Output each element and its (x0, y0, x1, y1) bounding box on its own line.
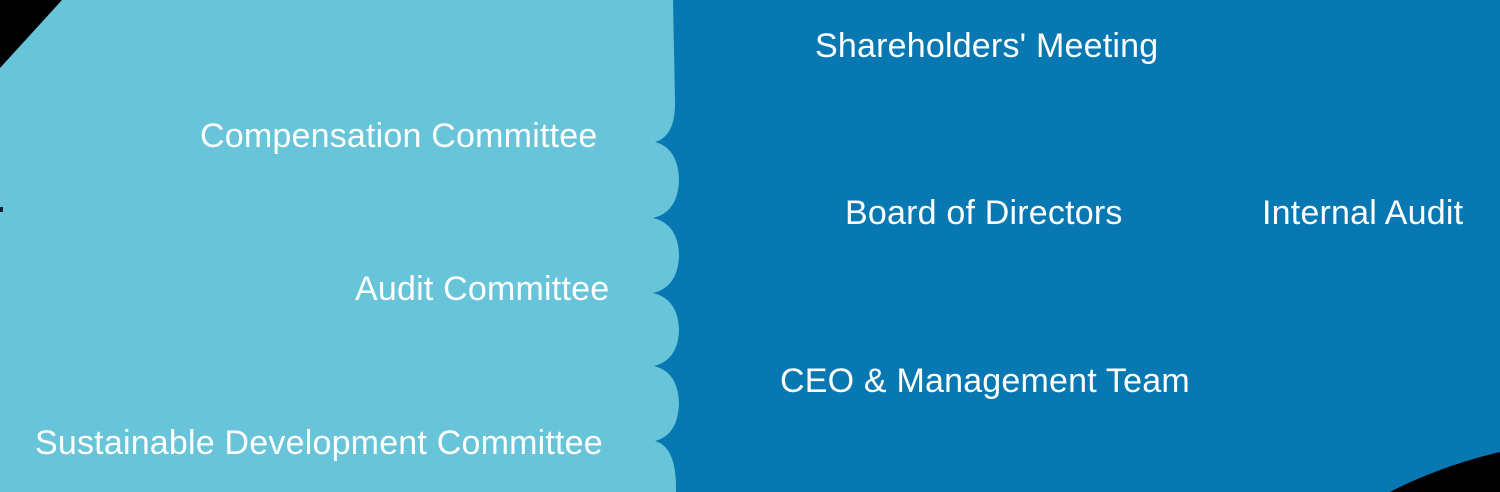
edge-artifact-mark (0, 207, 3, 212)
audit-committee-label: Audit Committee (355, 270, 610, 308)
ceo-management-team-label: CEO & Management Team (780, 362, 1190, 400)
board-of-directors-label: Board of Directors (845, 194, 1123, 232)
compensation-committee-label: Compensation Committee (200, 117, 598, 155)
committees-region (0, 0, 690, 492)
sustainable-development-committee-label: Sustainable Development Committee (35, 424, 603, 462)
governance-region (653, 0, 1500, 492)
internal-audit-label: Internal Audit (1262, 194, 1464, 232)
shareholders-meeting-label: Shareholders' Meeting (815, 27, 1159, 65)
